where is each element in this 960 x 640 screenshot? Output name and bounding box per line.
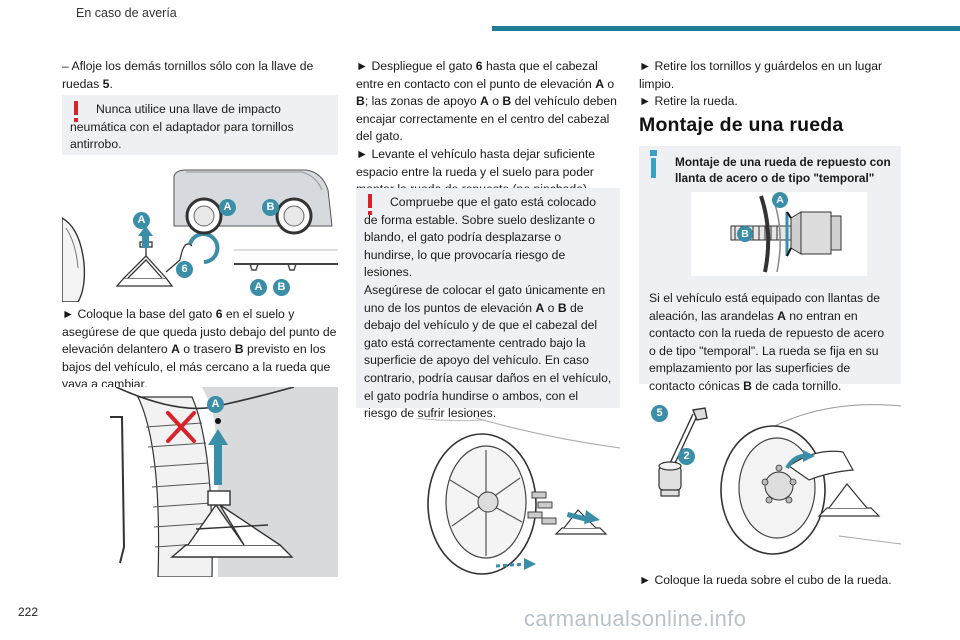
text: Asegúrese de colocar el gato únicamente … [364, 282, 606, 315]
callout-b-1: B [262, 199, 279, 216]
info-box: Montaje de una rueda de repuesto con lla… [639, 146, 901, 393]
header-accent-bar [492, 26, 960, 31]
bold-ref: A [595, 76, 604, 91]
warning-box-1: Nunca utilice una llave de impacto neumá… [62, 95, 338, 155]
warning-text: Nunca utilice una llave de impacto neumá… [70, 102, 294, 152]
bold-ref: B [356, 94, 365, 109]
text: hasta que el cabezal entre en contacto c… [356, 59, 598, 91]
col1-paragraph-1: – Afloje los demás tornillos sólo con la… [62, 58, 338, 93]
page-number: 222 [18, 605, 39, 619]
col3-paragraph-2: ► Retire la rueda. [639, 94, 738, 109]
info-title: Montaje de una rueda de repuesto con lla… [675, 155, 891, 185]
bold-ref: 5 [102, 76, 110, 91]
info-paragraph: Si el vehículo está equipado con llantas… [649, 290, 891, 396]
text: de debajo del vehículo y de que el cabez… [364, 300, 612, 421]
col1-paragraph-2: ► Coloque la base del gato 6 en el suelo… [62, 306, 338, 394]
bold-ref: A [777, 308, 786, 323]
text: de cada tornillo. [751, 378, 842, 393]
warning-text-2: Asegúrese de colocar el gato únicamente … [364, 282, 612, 423]
text: o [488, 94, 503, 109]
text: – Afloje los demás tornillos sólo con la… [62, 59, 314, 91]
text: o [544, 300, 558, 315]
section-heading: Montaje de una rueda [639, 114, 844, 136]
warning-exclamation-icon [74, 101, 78, 122]
col2-paragraph-1: ► Despliegue el gato 6 hasta que el cabe… [356, 58, 626, 199]
text: o trasero [179, 342, 235, 357]
bold-ref: A [171, 342, 180, 357]
text: Si el vehículo está equipado con llantas… [649, 291, 881, 323]
section-title: En caso de avería [76, 6, 177, 20]
figure-jack-correct-position [62, 387, 338, 577]
callout-a-1: A [133, 212, 150, 229]
col3-paragraphs: ► Retire los tornillos y guárdelos en un… [639, 58, 901, 111]
figure-jack-positioning [62, 169, 338, 302]
warning-exclamation-icon [368, 194, 372, 215]
figure-mount-wheel [658, 404, 901, 555]
text: no entran en contacto con la rueda de re… [649, 308, 885, 393]
figure-remove-wheel [415, 418, 620, 575]
bold-ref: 6 [215, 307, 223, 321]
bold-ref: B [502, 94, 512, 109]
text: en el suelo y asegúrese de que queda jus… [62, 307, 337, 357]
callout-b-info: B [737, 226, 753, 242]
callout-5: 5 [651, 405, 668, 422]
bold-ref: A [480, 94, 489, 109]
bold-ref: B [234, 342, 244, 357]
col3-paragraph-1: ► Retire los tornillos y guárdelos en un… [639, 59, 883, 91]
col3-paragraph-3: ► Coloque la rueda sobre el cubo de la r… [639, 572, 901, 590]
bold-ref: B [743, 378, 752, 393]
bold-ref: 6 [475, 59, 483, 73]
text: ► Coloque la rueda sobre el cubo de la r… [639, 573, 892, 587]
callout-a-fig2: A [207, 396, 224, 413]
text: ► Despliegue el gato [356, 59, 476, 73]
warning-box-2: Compruebe que el gato está colocado de f… [356, 188, 620, 420]
bold-ref: A [535, 300, 545, 315]
callout-2: 2 [678, 448, 695, 465]
warning-text: Compruebe que el gato está colocado de f… [364, 195, 596, 280]
text: del vehículo deben encajar correctamente… [356, 94, 617, 144]
callout-a-info: A [772, 192, 788, 208]
info-icon [650, 150, 657, 178]
callout-a-2: A [219, 199, 236, 216]
watermark: carmanualsonline.info [524, 606, 747, 631]
bold-ref: B [557, 300, 567, 315]
text: ; las zonas de apoyo [364, 94, 480, 109]
text: . [109, 76, 113, 91]
text: ► Coloque la base del gato [62, 307, 216, 321]
page-header: En caso de avería [62, 6, 960, 46]
callout-6: 6 [176, 261, 193, 278]
callout-b-2: B [273, 279, 290, 296]
callout-a-3: A [250, 279, 267, 296]
text: o [604, 76, 615, 91]
